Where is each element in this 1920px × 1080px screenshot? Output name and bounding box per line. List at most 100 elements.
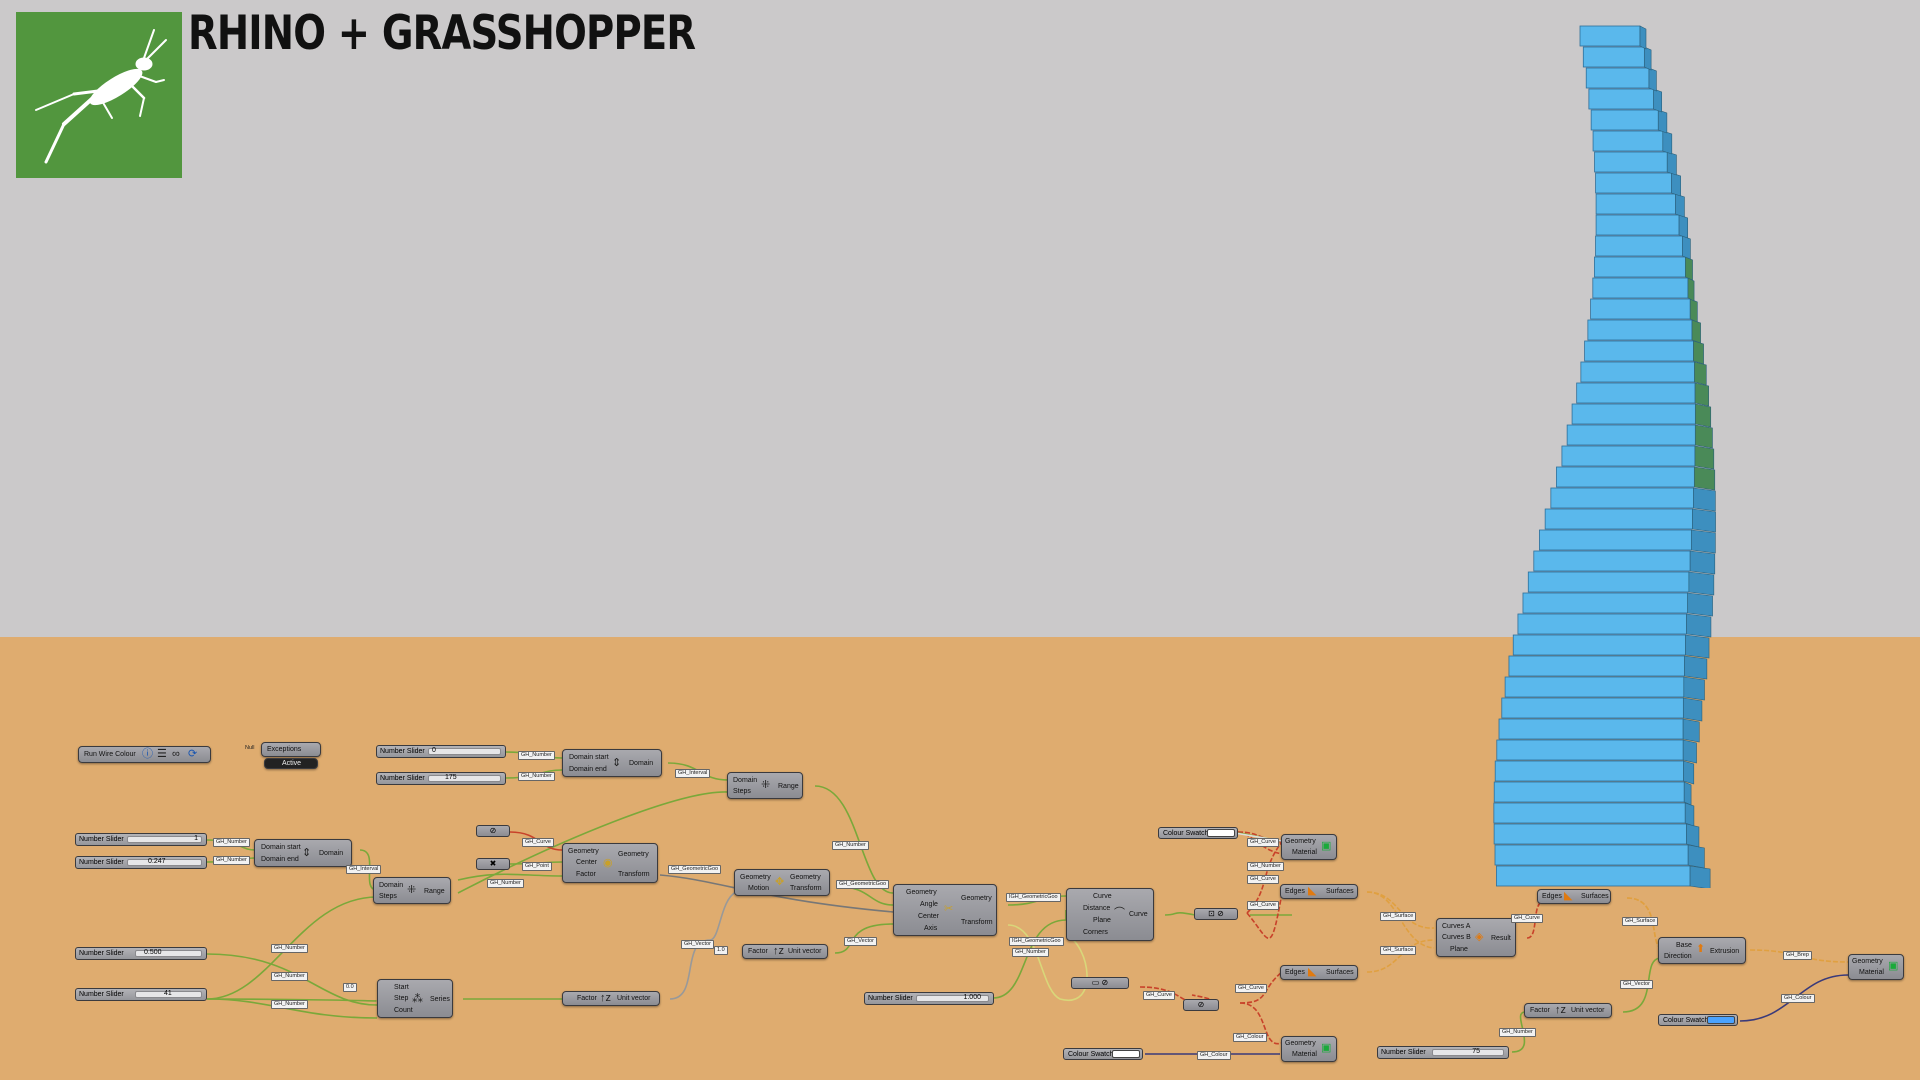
swatch-label: Colour Swatch [1068,1051,1114,1058]
output-label: Extrusion [1710,948,1740,955]
edge-surface-component[interactable]: Edges ◣ Surfaces [1280,884,1358,899]
tower-slab-side [1687,592,1713,617]
number-slider-41[interactable]: Number Slider 41 [75,988,207,1001]
number-slider-1000[interactable]: Number Slider 1.000 [864,992,994,1005]
input-label: Curve [1093,893,1112,900]
extrusion-component[interactable]: Base Direction ⬆ Extrusion [1658,937,1746,964]
tower-slab [1584,340,1694,362]
output-label: Transform [618,871,650,878]
unit-z-component-3[interactable]: Factor ↑z Unit vector [1524,1003,1612,1018]
range-component[interactable]: Domain Steps ⁜ Range [727,772,803,799]
wire-tag: GH_Number [1499,1028,1536,1037]
tower-slab-side [1692,508,1716,533]
exceptions-component[interactable]: Exceptions [261,742,321,757]
wire-tag: GH_Number [271,972,308,981]
grasshopper-logo [16,12,182,178]
swatch-label: Colour Swatch [1163,830,1209,837]
colour-swatch-white[interactable]: Colour Swatch [1158,827,1238,839]
wire-tag: IGH_GeometricGoo [1009,937,1064,946]
custom-preview-component[interactable]: Geometry Material ▣ [1281,834,1337,860]
number-slider-0500[interactable]: Number Slider 0.500 [75,947,207,960]
rotate-axis-component[interactable]: Geometry Angle Center Axis ✂ Geometry Tr… [893,884,997,936]
range-component-2[interactable]: Domain Steps ⁜ Range [373,877,451,904]
slider-label: Number Slider [79,859,124,866]
construct-domain-component-2[interactable]: Domain start Domain end ⇕ Domain [254,839,352,867]
number-slider-175[interactable]: Number Slider 175 [376,772,506,785]
tower-slab [1496,865,1691,887]
refresh-icon[interactable]: ⟳ [188,748,198,760]
custom-preview-component-3[interactable]: Geometry Material ▣ [1848,954,1904,980]
move-icon: ✥ [775,876,785,888]
unit-z-component[interactable]: Factor ↑z Unit vector [562,991,660,1006]
tower-slab [1496,739,1684,761]
number-slider-1[interactable]: Number Slider 1 [75,833,207,846]
tower-slab-side [1684,802,1695,827]
input-label: Factor [748,948,768,955]
tower-slab-side [1684,655,1708,680]
output-label: Range [778,783,799,790]
link-icon[interactable]: ∞ [172,748,180,760]
curve-param-2[interactable]: ⊘ [1183,999,1219,1011]
wire-tag: GH_Surface [1380,946,1417,955]
output-label: Transform [961,919,993,926]
slider-label: Number Slider [79,836,124,843]
preview-icon: ▣ [1321,840,1332,852]
tower-slab [1571,403,1696,425]
surface-icon: ◣ [1564,890,1573,902]
slider-value: 0.500 [144,949,162,956]
flip-curve-param[interactable]: ⊡ ⊘ [1194,908,1238,920]
tower-slab [1493,823,1687,845]
wire-tag: GH_Interval [675,769,711,778]
wire-tag: GH_Vector [1620,980,1653,989]
slider-label: Number Slider [1381,1049,1426,1056]
number-slider-0[interactable]: Number Slider 0 [376,745,506,758]
tower-slab [1522,592,1689,614]
tower-slab-side [1694,361,1707,386]
slider-value: 75 [1472,1048,1480,1055]
tower-slab [1493,781,1685,803]
unit-z-component-2[interactable]: Factor ↑z Unit vector [742,944,828,959]
scale-component[interactable]: Geometry Center Factor ◉ Geometry Transf… [562,843,658,883]
surface-icon: ◣ [1308,966,1317,978]
construct-domain-component[interactable]: Domain start Domain end ⇕ Domain [562,749,662,777]
list-icon[interactable]: ☰ [157,748,167,760]
tower-slab [1595,235,1683,257]
edge-surface-component-2[interactable]: Edges ◣ Surfaces [1280,965,1358,980]
offset-curve-component[interactable]: Curve Distance Plane Corners ⌒ Curve [1066,888,1154,941]
input-label: Domain start [569,754,609,761]
boolean-icon: ◈ [1475,931,1484,943]
rectangle-param[interactable]: ▭ ⊘ [1071,977,1129,989]
tower-slab [1493,802,1686,824]
series-component[interactable]: Start Step Count ⁂ Series [377,979,453,1018]
number-slider-0247[interactable]: Number Slider 0.247 [75,856,207,869]
point-param[interactable]: ✖ [476,858,510,870]
tower-slab [1512,634,1686,656]
tower-slab [1592,130,1664,152]
input-label: Curves B [1442,934,1471,941]
colour-swatch-blue[interactable]: Colour Swatch [1658,1014,1738,1026]
wire-tag: GH_Surface [1622,917,1659,926]
tower-slab-side [1678,214,1689,239]
input-label: Motion [748,885,770,892]
custom-preview-component-2[interactable]: Geometry Material ▣ [1281,1036,1337,1062]
tower-slab [1566,424,1696,446]
offset-icon: ⌒ [1114,907,1125,919]
output-label: Unit vector [1571,1007,1605,1014]
move-component[interactable]: Geometry Motion ✥ Geometry Transform [734,869,830,896]
wire-tag: GH_GeometricGoo [668,865,722,874]
wire-tag: GH_Curve [1511,914,1543,923]
tower-slab [1501,697,1684,719]
tower-slab [1494,760,1684,782]
wire-tag: GH_Number [271,1000,308,1009]
edge-surface-component-3[interactable]: Edges ◣ Surfaces [1537,889,1611,904]
colour-swatch-white-2[interactable]: Colour Swatch [1063,1048,1143,1060]
curve-param[interactable]: ⊘ [476,825,510,837]
output-label: Transform [790,885,822,892]
input-label: Step [394,995,409,1002]
number-slider-75[interactable]: Number Slider 75 [1377,1046,1509,1059]
run-wire-colour-component[interactable]: Run Wire Colour ⓘ ☰ ∞ ⟳ [78,746,211,763]
region-union-component[interactable]: Curves A Curves B Plane ◈ Result [1436,918,1516,957]
info-icon[interactable]: ⓘ [142,748,153,760]
wire-tag: GH_Point [522,862,552,871]
wire-tag: GH_Curve [1247,901,1279,910]
